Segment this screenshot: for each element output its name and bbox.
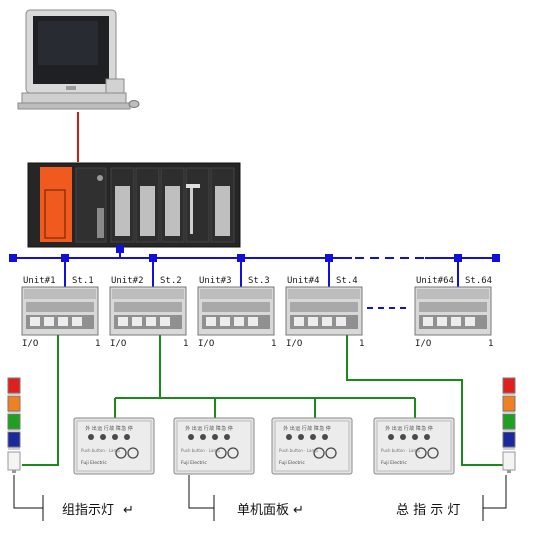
unit-panel: 外 出 运 行 故 障 急 停 Push button · Lamp Fuji …	[173, 417, 255, 475]
svg-text:Push button · Lamp: Push button · Lamp	[279, 448, 318, 453]
io-station: Unit#1 St.1 I/O 1	[21, 254, 100, 349]
svg-text:外 出: 外 出	[85, 425, 97, 432]
stack-light-segment	[502, 395, 516, 412]
stack-light	[7, 377, 21, 473]
field-wiring	[22, 335, 503, 466]
plc-rack	[27, 162, 241, 248]
unit-label: Unit#1	[23, 276, 56, 286]
svg-text:运 行: 运 行	[197, 425, 209, 432]
stack-light-segment	[7, 413, 21, 430]
svg-text:故 障: 故 障	[409, 425, 421, 432]
svg-text:运 行: 运 行	[295, 425, 307, 432]
svg-text:外 出: 外 出	[185, 425, 197, 432]
svg-text:Push button · Lamp: Push button · Lamp	[381, 448, 420, 453]
stack-light-segment	[7, 431, 21, 448]
computer-icon	[17, 9, 140, 110]
io-number: 1	[183, 339, 188, 349]
stack-light-segment	[502, 377, 516, 394]
svg-text:Push button · Lamp: Push button · Lamp	[181, 448, 220, 453]
io-station: Unit#2 St.2 I/O 1	[109, 254, 188, 349]
return-mark: ↵	[123, 503, 134, 518]
master-indicator-label: 总 指 示 灯	[396, 503, 460, 518]
unit-panel: 外 出 运 行 故 障 急 停 Push button · Lamp Fuji …	[73, 417, 155, 475]
stack-light-segment	[7, 395, 21, 412]
svg-text:外 出: 外 出	[385, 425, 397, 432]
svg-text:Push button · Lamp: Push button · Lamp	[81, 448, 120, 453]
svg-text:故 障: 故 障	[307, 425, 319, 432]
io-number: 1	[488, 339, 493, 349]
station-label: St.2	[160, 276, 182, 286]
io-number: 1	[271, 339, 276, 349]
svg-text:故 障: 故 障	[109, 425, 121, 432]
unit-panel: 外 出 运 行 故 障 急 停 Push button · Lamp Fuji …	[271, 417, 353, 475]
unit-label: Unit#2	[111, 276, 144, 286]
svg-text:Fuji Electric: Fuji Electric	[81, 460, 107, 466]
svg-text:故 障: 故 障	[209, 425, 221, 432]
io-number: 1	[359, 339, 364, 349]
stack-light-segment	[502, 431, 516, 448]
svg-text:Fuji Electric: Fuji Electric	[181, 460, 207, 466]
return-mark: ↵	[293, 503, 304, 518]
svg-text:急 停: 急 停	[319, 425, 331, 432]
station-label: St.64	[465, 276, 492, 286]
stack-light-segment	[502, 413, 516, 430]
label-brackets	[13, 475, 507, 521]
group-indicator-label: 组指示灯	[62, 503, 114, 518]
svg-text:急 停: 急 停	[121, 425, 133, 432]
svg-text:Fuji Electric: Fuji Electric	[279, 460, 305, 466]
svg-text:运 行: 运 行	[97, 425, 109, 432]
io-number: 1	[95, 339, 100, 349]
stack-light	[502, 377, 516, 473]
unit-panel: 外 出 运 行 故 障 急 停 Push button · Lamp Fuji …	[373, 417, 455, 475]
network-bus	[9, 245, 500, 309]
svg-text:急 停: 急 停	[421, 425, 433, 432]
unit-label: Unit#64	[416, 276, 454, 286]
svg-text:急 停: 急 停	[221, 425, 233, 432]
io-label: I/O	[198, 339, 214, 349]
io-label: I/O	[22, 339, 38, 349]
io-station: Unit#4 St.4 I/O 1	[285, 254, 364, 349]
svg-text:运 行: 运 行	[397, 425, 409, 432]
station-label: St.1	[72, 276, 94, 286]
unit-panel-label: 单机面板	[237, 503, 289, 518]
svg-text:Fuji Electric: Fuji Electric	[381, 460, 407, 466]
io-label: I/O	[110, 339, 126, 349]
stack-light-segment	[7, 377, 21, 394]
unit-label: Unit#4	[287, 276, 320, 286]
station-label: St.3	[248, 276, 270, 286]
io-station: Unit#64 St.64 I/O 1	[414, 254, 493, 349]
unit-label: Unit#3	[199, 276, 232, 286]
io-station: Unit#3 St.3 I/O 1	[197, 254, 276, 349]
io-label: I/O	[286, 339, 302, 349]
svg-text:外 出: 外 出	[283, 425, 295, 432]
station-label: St.4	[336, 276, 358, 286]
io-label: I/O	[415, 339, 431, 349]
